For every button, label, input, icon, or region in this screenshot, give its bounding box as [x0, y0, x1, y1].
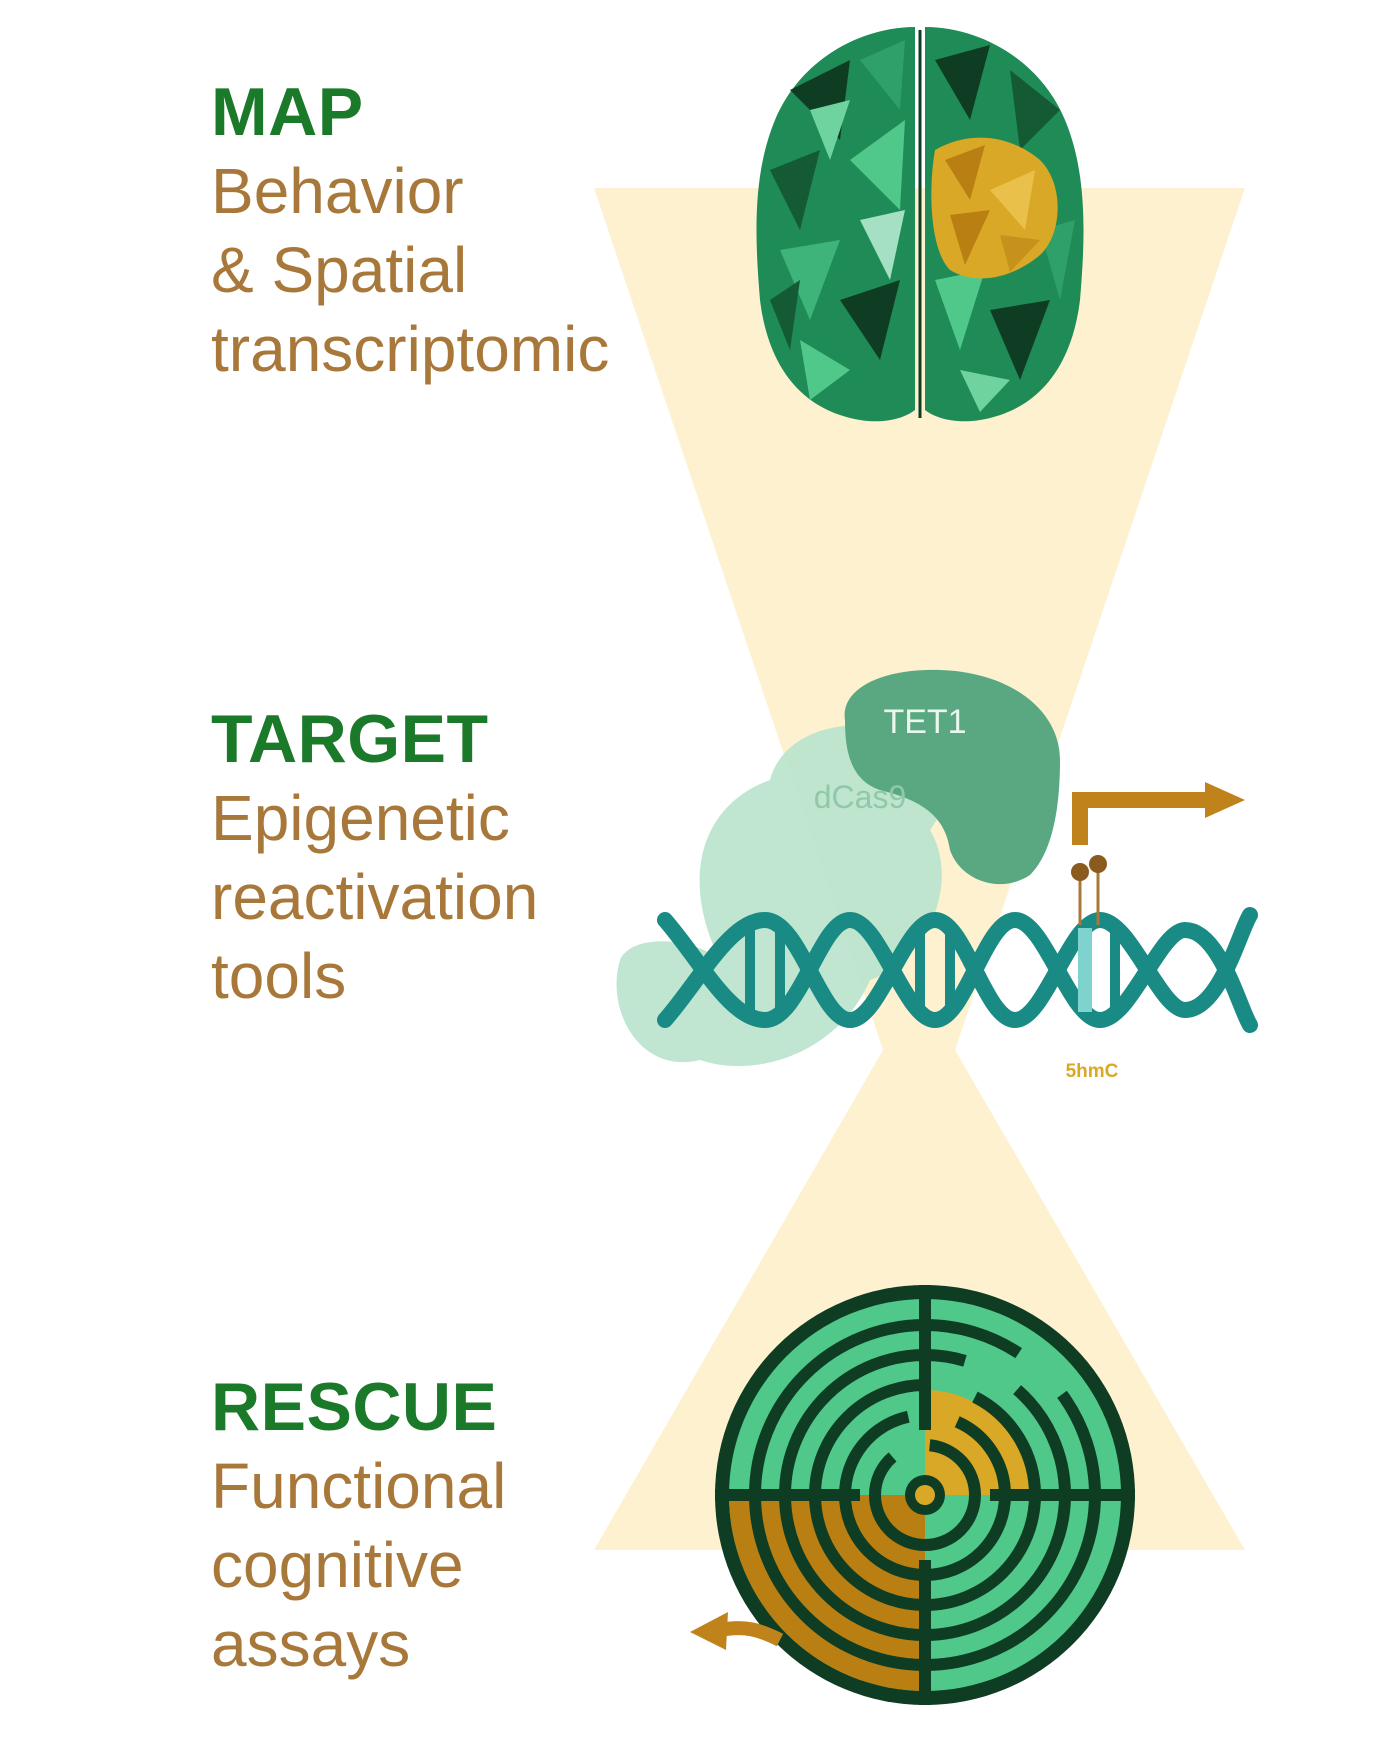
step-heading: MAP: [211, 72, 609, 152]
step-target: TARGET Epigenetic reactivation tools: [211, 699, 538, 1016]
crispr-dna-icon: TET1 dCas9 5hmC: [617, 670, 1250, 1082]
step-text-line: tools: [211, 937, 538, 1016]
step-heading: RESCUE: [211, 1367, 506, 1447]
brain-icon: [756, 27, 1083, 421]
tet1-label: TET1: [883, 703, 966, 741]
step-text-line: Functional: [211, 1447, 506, 1526]
dcas9-label: dCas9: [814, 779, 907, 815]
step-text-line: transcriptomic: [211, 310, 609, 389]
transcription-arrow-icon: [1080, 800, 1210, 845]
step-text-line: reactivation: [211, 858, 538, 937]
step-text-line: cognitive: [211, 1526, 506, 1605]
step-map: MAP Behavior & Spatial transcriptomic: [211, 72, 609, 389]
step-rescue: RESCUE Functional cognitive assays: [211, 1367, 506, 1684]
step-text-line: Epigenetic: [211, 779, 538, 858]
step-text-line: assays: [211, 1605, 506, 1684]
step-text-line: & Spatial: [211, 231, 609, 310]
5hmc-label: 5hmC: [1066, 1061, 1119, 1082]
step-heading: TARGET: [211, 699, 538, 779]
step-text-line: Behavior: [211, 152, 609, 231]
